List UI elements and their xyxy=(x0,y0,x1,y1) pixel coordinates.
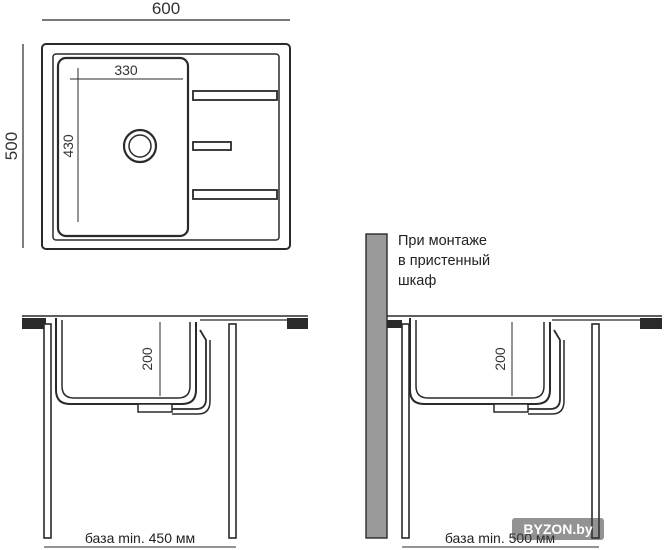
countertop-left-end xyxy=(22,318,46,329)
height-label: 500 xyxy=(2,132,21,160)
bowl-profile-inner-right xyxy=(415,320,545,399)
bowl-width-label: 330 xyxy=(114,62,138,78)
drain-fitting xyxy=(137,403,173,413)
side-view-left xyxy=(22,315,308,548)
depth-label-left: 200 xyxy=(139,347,155,371)
cabinet-wall-right xyxy=(228,323,237,539)
drain-fitting-right xyxy=(493,403,529,413)
depth-label-right: 200 xyxy=(492,347,508,371)
drainer-rib-middle xyxy=(192,141,232,151)
drain-outer xyxy=(122,128,158,164)
drainer-rib-top xyxy=(192,90,278,101)
bowl-profile-outer xyxy=(55,318,197,405)
cabinet-wall-left xyxy=(43,323,52,539)
sink-inner-edge xyxy=(52,53,280,241)
overflow-pipe-outer-right xyxy=(528,340,565,415)
cabinet-wall-right-right xyxy=(591,323,600,539)
sink-outer-rim xyxy=(41,43,291,250)
countertop-right-end-2 xyxy=(640,318,662,329)
note-line-3: шкаф xyxy=(398,273,436,289)
bowl-profile-inner xyxy=(61,320,191,399)
watermark: BYZON.by xyxy=(512,518,604,540)
base-label-left: база min. 450 мм xyxy=(85,530,195,546)
bowl-profile-outer-right xyxy=(409,318,551,405)
overflow-pipe-outer xyxy=(172,340,211,415)
watermark-text: BYZON.by xyxy=(523,521,592,537)
width-label: 600 xyxy=(152,0,180,18)
top-view xyxy=(22,19,291,250)
note-line-2: в пристенный xyxy=(398,253,490,269)
overflow-pipe-right xyxy=(528,329,561,410)
countertop-wall-end xyxy=(387,320,402,328)
overflow-pipe xyxy=(172,329,207,410)
bowl-height-label: 430 xyxy=(60,134,76,158)
bowl-outline xyxy=(56,56,190,238)
watermark-background xyxy=(512,518,604,540)
countertop-right-end xyxy=(287,318,308,329)
cabinet-wall-left-right xyxy=(401,323,410,539)
drainer-rib-bottom xyxy=(192,189,278,200)
note-line-1: При монтаже xyxy=(398,233,487,249)
wall xyxy=(365,233,388,539)
drain-inner xyxy=(128,134,152,158)
